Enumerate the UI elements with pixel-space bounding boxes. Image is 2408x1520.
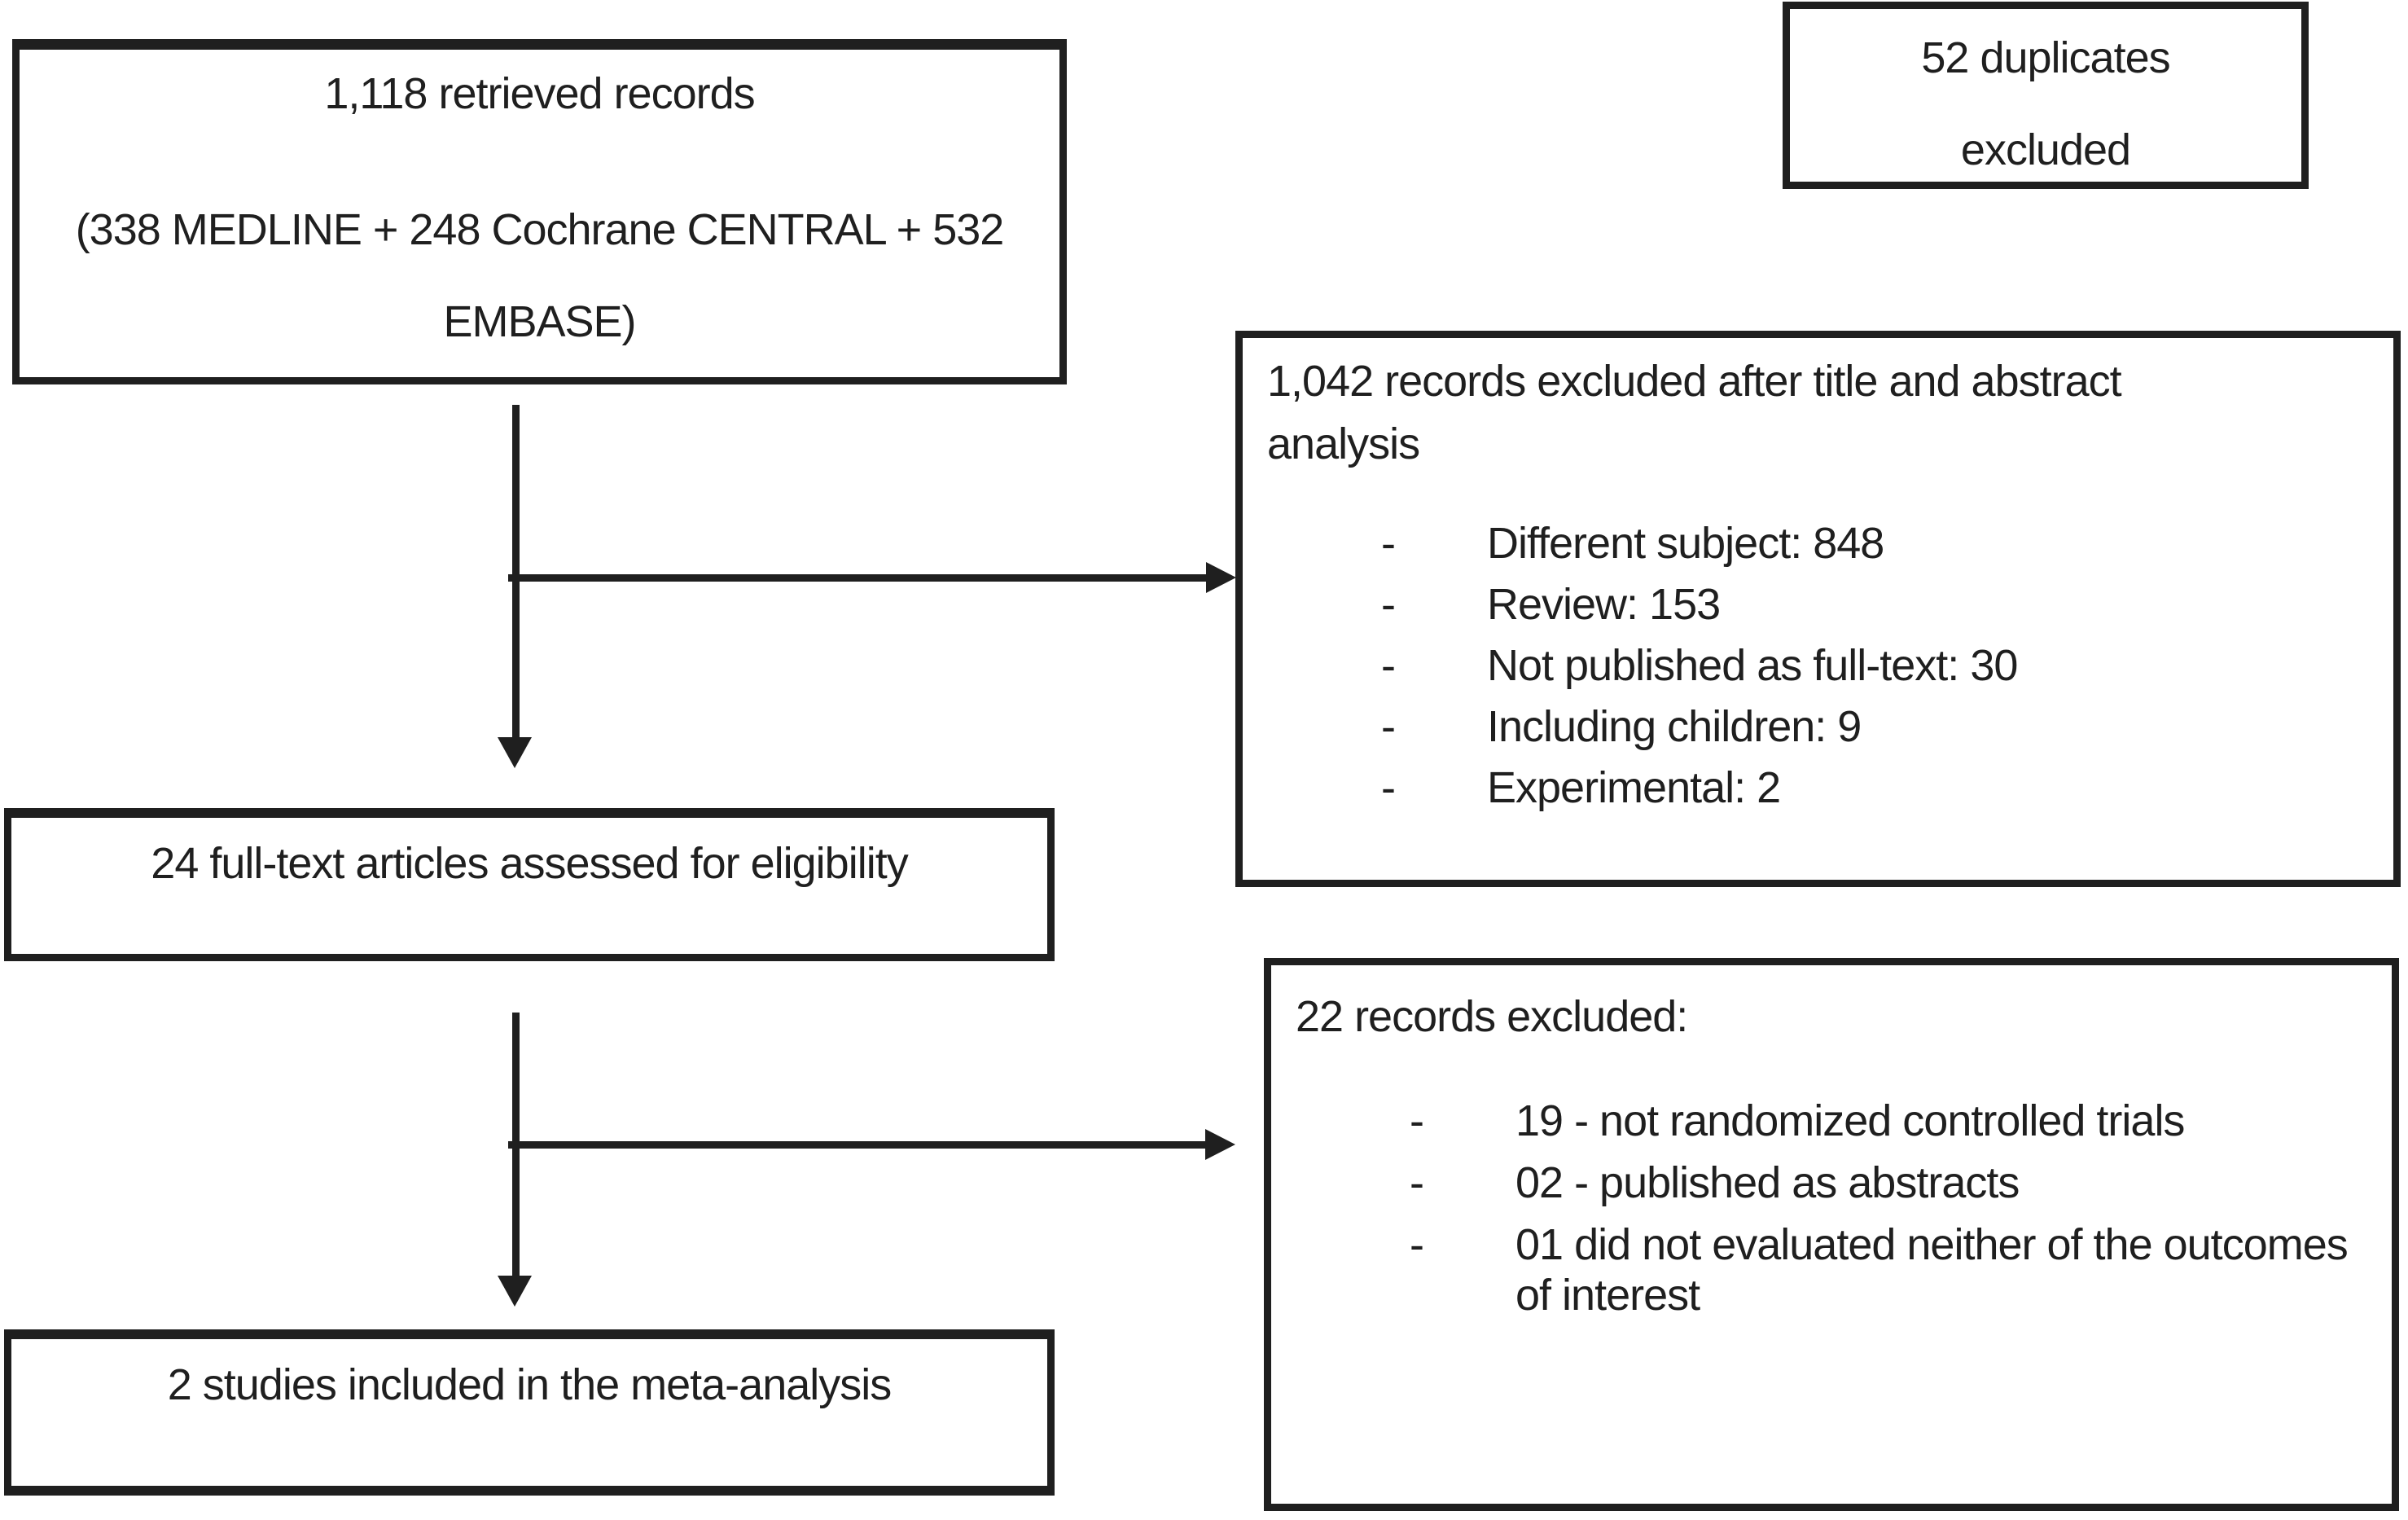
list-item: - 02 - published as abstracts [1410, 1158, 2367, 1208]
box-included-studies: 2 studies included in the meta-analysis [4, 1329, 1055, 1496]
bullet-dash: - [1381, 763, 1396, 812]
arrow-right-icon [1206, 562, 1236, 593]
fulltext-exclusions-heading: 22 records excluded: [1296, 992, 1688, 1041]
retrieved-sources-line: (338 MEDLINE + 248 Cochrane CENTRAL + 53… [75, 205, 1005, 254]
list-item: - Review: 153 [1381, 579, 2369, 630]
arrow-branch-title-abstract-line [508, 574, 1206, 582]
bullet-dash: - [1381, 641, 1396, 690]
bullet-dash: - [1381, 580, 1396, 629]
list-item-text: Including children: 9 [1487, 702, 1862, 751]
box-fulltext-exclusions: 22 records excluded: - 19 - not randomiz… [1264, 958, 2399, 1511]
list-item-text: Different subject: 848 [1487, 519, 1884, 568]
bullet-dash: - [1410, 1220, 1424, 1269]
title-abstract-exclusions-heading-line-2: analysis [1267, 420, 1420, 468]
bullet-dash: - [1410, 1158, 1424, 1207]
list-item-text: 01 did not evaluated neither of the outc… [1515, 1220, 2349, 1320]
bullet-dash: - [1381, 702, 1396, 751]
list-item: - 01 did not evaluated neither of the ou… [1410, 1219, 2367, 1320]
fulltext-assessed-line: 24 full-text articles assessed for eligi… [151, 839, 908, 888]
duplicates-count-line: 52 duplicates [1921, 33, 2170, 82]
box-retrieved-records: 1,118 retrieved records (338 MEDLINE + 2… [12, 39, 1067, 384]
arrow-down-icon [498, 1276, 532, 1307]
list-item: - 19 - not randomized controlled trials [1410, 1096, 2367, 1146]
list-item: - Different subject: 848 [1381, 518, 2369, 569]
arrow-branch-fulltext-exclusions-line [508, 1141, 1205, 1149]
fulltext-exclusions-list: - 19 - not randomized controlled trials … [1296, 1096, 2367, 1320]
list-item-text: Experimental: 2 [1487, 763, 1781, 812]
list-item-text: 19 - not randomized controlled trials [1515, 1096, 2185, 1145]
retrieved-count-line: 1,118 retrieved records [324, 69, 755, 118]
bullet-dash: - [1410, 1096, 1424, 1145]
retrieved-sources-line-2: EMBASE) [443, 297, 636, 346]
arrow-retrieved-to-fulltext-line [512, 405, 520, 737]
arrow-right-icon [1205, 1129, 1235, 1160]
title-abstract-exclusions-list: - Different subject: 848 - Review: 153 -… [1267, 518, 2369, 813]
list-item: - Experimental: 2 [1381, 762, 2369, 813]
list-item: - Not published as full-text: 30 [1381, 640, 2369, 691]
list-item-text: 02 - published as abstracts [1515, 1158, 2020, 1207]
arrow-down-icon [498, 737, 532, 768]
box-duplicates-excluded: 52 duplicates excluded [1783, 2, 2309, 189]
list-item-text: Not published as full-text: 30 [1487, 641, 2018, 690]
bullet-dash: - [1381, 519, 1396, 568]
title-abstract-exclusions-heading: 1,042 records excluded after title and a… [1267, 350, 2369, 476]
box-fulltext-assessed: 24 full-text articles assessed for eligi… [4, 808, 1055, 961]
box-title-abstract-exclusions: 1,042 records excluded after title and a… [1235, 331, 2401, 887]
list-item: - Including children: 9 [1381, 701, 2369, 752]
list-item-text: Review: 153 [1487, 580, 1721, 629]
title-abstract-exclusions-heading-line-1: 1,042 records excluded after title and a… [1267, 357, 2122, 406]
included-studies-line: 2 studies included in the meta-analysis [167, 1360, 893, 1409]
duplicates-excluded-line: excluded [1960, 125, 2131, 174]
